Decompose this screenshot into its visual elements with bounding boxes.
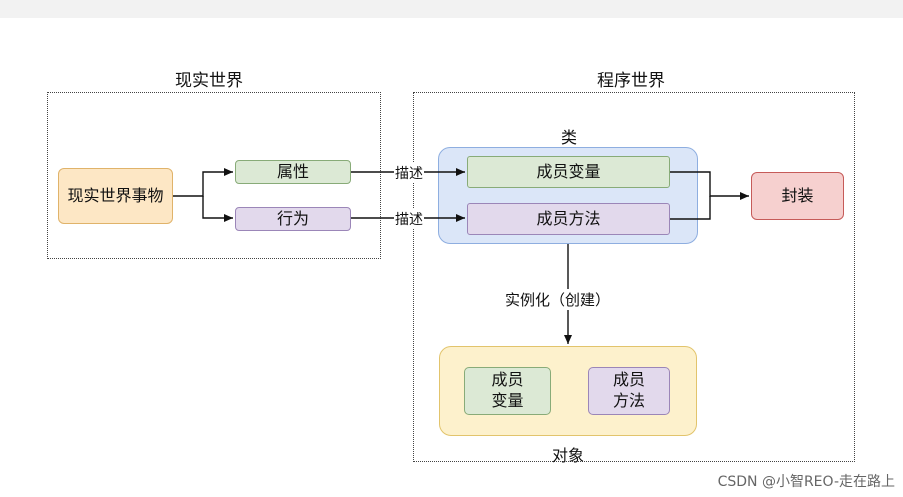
attribute-label: 属性 — [276, 161, 309, 181]
attribute-box: 属性 — [235, 160, 351, 184]
program-world-title: 程序世界 — [597, 71, 665, 91]
encapsulation-label: 封装 — [781, 185, 814, 205]
real-world-region — [47, 92, 381, 259]
object-member-variable-box: 成员 变量 — [464, 367, 551, 415]
class-member-variable-box: 成员变量 — [467, 156, 670, 188]
real-world-thing-box: 现实世界事物 — [58, 168, 173, 224]
real-world-thing-label: 现实世界事物 — [67, 185, 164, 205]
member-variable-to-encapsulation-connector — [670, 171, 749, 200]
member-method-to-encapsulation-connector — [670, 196, 711, 220]
behavior-label: 行为 — [276, 208, 309, 228]
object-title: 对象 — [552, 446, 585, 465]
object-member-variable-line1: 成员 — [491, 370, 524, 390]
object-member-method-box: 成员 方法 — [588, 367, 670, 415]
object-member-method-line2: 方法 — [612, 391, 645, 410]
behavior-box: 行为 — [235, 207, 351, 231]
real-world-title: 现实世界 — [175, 71, 243, 91]
encapsulation-box: 封装 — [751, 172, 844, 220]
thing-to-behavior-connector — [202, 196, 233, 222]
top-bar — [0, 0, 903, 18]
instantiate-label: 实例化（创建） — [504, 289, 612, 310]
class-title: 类 — [561, 128, 578, 147]
class-member-variable-label: 成员变量 — [536, 161, 601, 181]
object-member-method-line1: 成员 — [612, 370, 645, 390]
class-member-method-label: 成员方法 — [536, 208, 601, 228]
thing-to-attribute-connector — [173, 168, 233, 197]
watermark: CSDN @小智REO-走在路上 — [717, 474, 895, 490]
class-member-method-box: 成员方法 — [467, 203, 670, 235]
object-member-variable-line2: 变量 — [491, 391, 524, 410]
describe-behavior-label: 描述 — [394, 209, 424, 229]
describe-attribute-label: 描述 — [394, 163, 424, 183]
program-world-region — [413, 92, 855, 462]
